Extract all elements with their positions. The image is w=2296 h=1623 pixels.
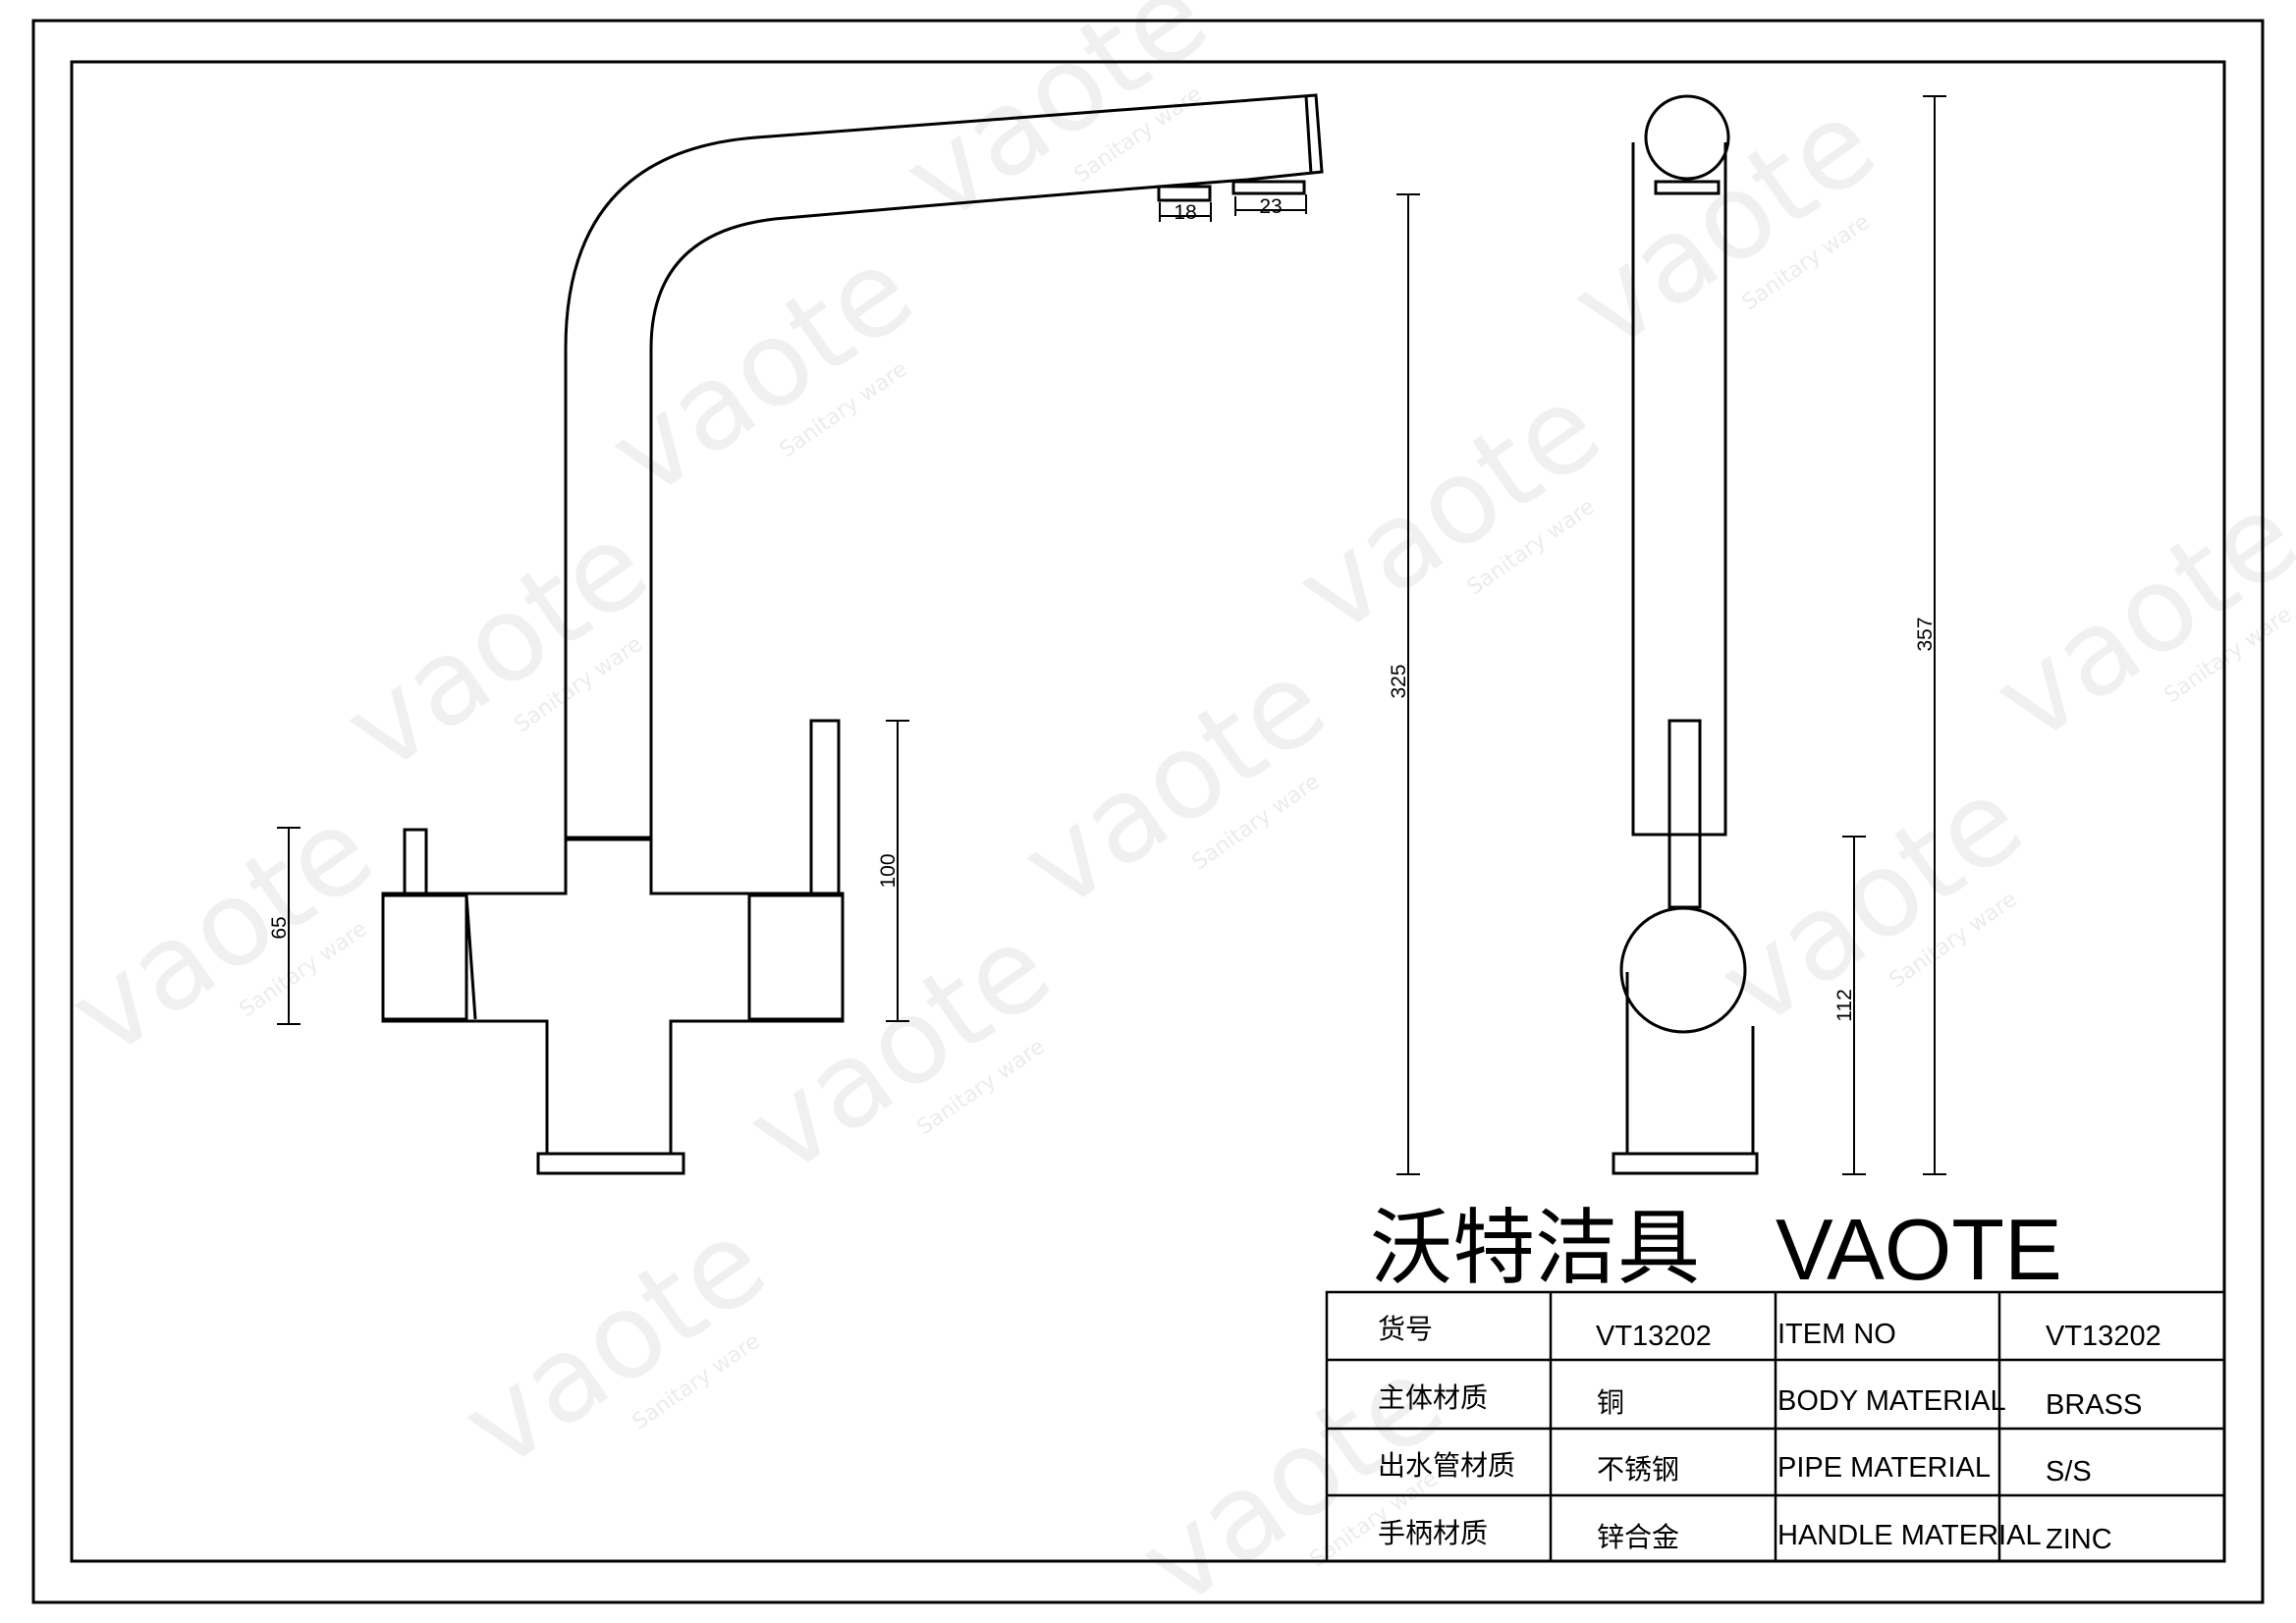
inner-border [70,60,2226,1563]
title-block-table [1325,1290,2226,1563]
watermark-text: vaote [1971,467,2296,770]
table-row: 主体材质 铜 BODY MATERIAL BRASS [1378,1381,2142,1421]
collar-line [465,894,477,1020]
cell-label-cn: 主体材质 [1378,1381,1488,1414]
dimension-label: 357 [1914,617,1937,651]
left-handle-lever [403,828,428,897]
dimension-label: 112 [1833,989,1856,1021]
cell-label-en: PIPE MATERIAL [1777,1452,1991,1484]
side-outlet [1654,180,1721,195]
side-spout-head [1644,94,1730,181]
dimension-label: 23 [1259,195,1282,218]
side-base-plate [1612,1152,1759,1175]
cell-value-en: ZINC [2046,1524,2112,1555]
cell-label-cn: 手柄材质 [1378,1517,1488,1549]
side-body [1625,972,1755,1156]
front-view [381,93,1324,1175]
right-handle-collar [747,893,845,1021]
cell-value-en: S/S [2046,1456,2092,1488]
side-handle-knob [1619,906,1747,1034]
faucet-body [381,838,845,1156]
brand-name-en: VAOTE [1776,1201,2062,1298]
front-dimensions [277,194,1307,1025]
side-dimensions [1396,95,1946,1175]
cell-value-en: VT13202 [2046,1321,2161,1352]
table-row: 出水管材质 不锈钢 PIPE MATERIAL S/S [1378,1449,2092,1488]
cell-value-cn: 锌合金 [1597,1521,1679,1553]
outer-border [31,19,2265,1604]
dimension-label: 65 [268,916,291,939]
spout-inner-line [1304,95,1313,175]
table-row: 手柄材质 锌合金 HANDLE MATERIAL ZINC [1378,1517,2112,1555]
cell-label-cn: 出水管材质 [1378,1449,1515,1482]
dimension-label: 325 [1388,664,1410,698]
spout-outlet-2 [1231,180,1306,195]
dimension-label: 100 [877,853,900,888]
cell-label-cn: 货号 [1378,1313,1433,1345]
table-row: 货号 VT13202 ITEM NO VT13202 [1378,1313,2161,1352]
side-view [1612,94,1759,1175]
cell-value-cn: 不锈钢 [1597,1453,1679,1486]
spout-outlet-1 [1157,185,1212,202]
left-handle-collar [381,893,468,1021]
cell-label-en: BODY MATERIAL [1777,1385,2006,1417]
cell-label-en: ITEM NO [1777,1319,1896,1350]
cell-value-cn: VT13202 [1596,1321,1712,1352]
right-handle-lever [809,719,841,897]
base-plate [536,1152,685,1175]
cell-value-en: BRASS [2046,1389,2142,1421]
brand-name-cn: 沃特洁具 [1370,1200,1700,1296]
cell-value-cn: 铜 [1597,1386,1624,1419]
dimension-label: 18 [1174,201,1196,224]
cell-label-en: HANDLE MATERIAL [1777,1520,2042,1551]
spout-outline [564,93,1324,839]
side-handle-lever [1667,719,1702,909]
